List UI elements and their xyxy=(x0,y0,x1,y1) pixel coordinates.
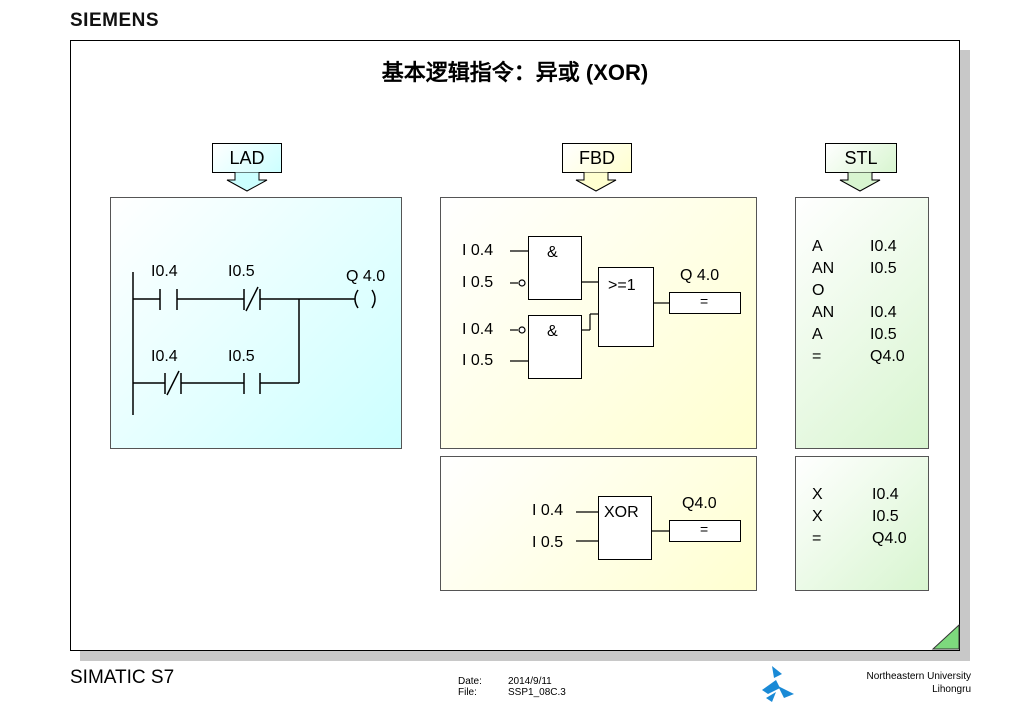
page-corner-icon xyxy=(931,624,960,650)
stl-arg: I0.5 xyxy=(870,326,897,343)
down-arrow-icon xyxy=(226,172,268,192)
down-arrow-icon xyxy=(575,172,617,192)
fbd-input-label: I 0.4 xyxy=(532,502,564,519)
and-block xyxy=(528,236,582,300)
xor-block xyxy=(598,496,652,560)
stl-op: A xyxy=(812,326,823,343)
and-symbol: & xyxy=(547,244,558,261)
stl-op: O xyxy=(812,282,825,299)
fbd-output-label: Q 4.0 xyxy=(680,267,720,284)
or-block xyxy=(598,267,654,347)
date-label: Date: xyxy=(458,676,482,687)
or-symbol: >=1 xyxy=(608,277,636,294)
stl-xor-panel xyxy=(795,456,929,591)
down-arrow-icon xyxy=(839,172,881,192)
xor-symbol: XOR xyxy=(604,504,639,521)
lad-label-i05: I0.5 xyxy=(228,263,255,280)
fbd-input-label: I 0.5 xyxy=(532,534,564,551)
stl-tag: STL xyxy=(825,143,897,173)
lad-coil-label: Q 4.0 xyxy=(346,268,386,285)
fbd-input-label: I 0.4 xyxy=(462,242,494,259)
stl-op: X xyxy=(812,508,823,525)
stl-op: = xyxy=(812,530,822,547)
stl-op: = xyxy=(812,348,822,365)
stl-listing: A I0.4 AN I0.5 O AN I0.4 A I0.5 = Q4.0 xyxy=(812,238,905,370)
product-name: SIMATIC S7 xyxy=(70,667,175,688)
stl-op: AN xyxy=(812,260,835,277)
fbd-output-label: Q4.0 xyxy=(682,495,717,512)
stl-op: AN xyxy=(812,304,835,321)
fbd-input-label: I 0.4 xyxy=(462,321,494,338)
lad-panel xyxy=(110,197,402,449)
assign-block xyxy=(669,520,741,542)
stl-op: X xyxy=(812,486,823,503)
siemens-logo: SIEMENS xyxy=(70,10,160,31)
stl-arg: Q4.0 xyxy=(872,530,907,547)
stl-arg: I0.5 xyxy=(872,508,899,525)
assign-block xyxy=(669,292,741,314)
fbd-input-label: I 0.5 xyxy=(462,274,494,291)
stl-arg: Q4.0 xyxy=(870,348,905,365)
stl-op: A xyxy=(812,238,823,255)
fbd-input-label: I 0.5 xyxy=(462,352,494,369)
file-label: File: xyxy=(458,687,477,698)
assign-symbol: = xyxy=(700,521,709,537)
date-value: 2014/9/11 xyxy=(508,676,552,687)
university-name: Northeastern University xyxy=(866,671,971,682)
stl-arg: I0.5 xyxy=(870,260,897,277)
stl-arg: I0.4 xyxy=(870,304,897,321)
assign-symbol: = xyxy=(700,293,709,309)
lad-label-i04: I0.4 xyxy=(151,348,178,365)
stl-xor-listing: X I0.4 X I0.5 = Q4.0 xyxy=(812,486,907,552)
lad-label-i05: I0.5 xyxy=(228,348,255,365)
author-name: Lihongru xyxy=(932,684,971,695)
and-symbol: & xyxy=(547,323,558,340)
and-block xyxy=(528,315,582,379)
lad-label-i04: I0.4 xyxy=(151,263,178,280)
page-title: 基本逻辑指令：异或 (XOR) xyxy=(381,60,649,85)
stl-arg: I0.4 xyxy=(872,486,899,503)
file-value: SSP1_08C.3 xyxy=(508,687,566,698)
university-logo-icon xyxy=(762,666,794,702)
stl-panel xyxy=(795,197,929,449)
stl-arg: I0.4 xyxy=(870,238,897,255)
